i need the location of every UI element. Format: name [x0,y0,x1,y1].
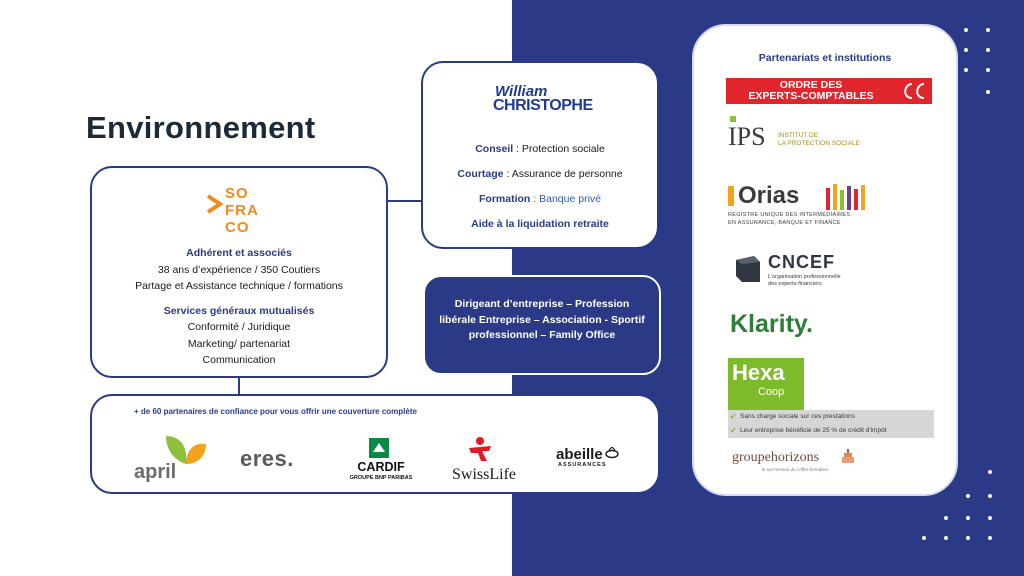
abeille-text: abeille [556,446,603,463]
orias-bars-icon [826,184,865,210]
ips-sub-2: LA PROTECTION SOCIALE [778,140,860,147]
wc-logo-line-2: CHRISTOPHE [493,97,593,114]
hexa-block: Hexa Coop [728,358,804,410]
abeille-logo: abeille ASSURANCES [556,446,626,476]
groupe-horizons-logo: groupehorizons le sur-mesure du coffre-f… [732,449,872,476]
wc-row-retraite: Aide à la liquidation retraite [471,218,609,230]
sofraco-logo-line-3: CO [225,219,250,236]
clients-card: Dirigeant d’entreprise – Profession libé… [423,275,661,375]
sofraco-section1-line2: Partage et Assistance technique / format… [135,280,343,292]
wc-row-label: Conseil [475,143,514,155]
partners-caption: + de 60 partenaires de confiance pour vo… [134,407,417,416]
sofraco-section2-line3: Communication [202,354,276,366]
cardif-text: CARDIF [357,460,405,474]
wc-row-label: Courtage [457,168,504,180]
william-christophe-logo: William CHRISTOPHE [493,83,593,117]
hexa-text: Hexa [732,360,785,385]
cncef-text: CNCEF [768,252,835,272]
cncef-cube-icon [736,256,760,282]
cake-icon [842,449,854,463]
orias-text: Orias [738,182,800,209]
eres-logo: eres. [240,446,294,471]
orias-sub-2: EN ASSURANCE, BANQUE ET FINANCE [728,220,841,226]
orias-logo: Orias REGISTRE UNIQUE DES INTERMÉDIAIRES… [728,182,888,234]
check-icon: ✔ [730,412,737,421]
abeille-subtext: ASSURANCES [558,462,607,468]
sofraco-section1-title: Adhérent et associés [186,247,292,259]
sofraco-logo: SO FRA CO [205,184,275,238]
william-christophe-card: William CHRISTOPHE Conseil : Protection … [421,61,659,249]
check-icon: ✔ [730,426,737,435]
wc-row-label: Formation [479,193,531,205]
hexa-coop-logo: Hexa Coop ✔ Sans charge sociale sur ces … [728,358,934,438]
oec-line-2: EXPERTS-COMPTABLES [748,90,874,102]
ips-dot-icon [730,116,736,122]
sofraco-logo-line-1: SO [225,185,249,202]
oec-line-1: ORDRE DES [779,79,843,91]
sofraco-section1-line1: 38 ans d’expérience / 350 Coutiers [157,264,321,276]
swisslife-logo: SwissLife [449,436,519,486]
cardif-mark-icon [369,438,389,458]
ips-logo: IPS INSTITUT DE LA PROTECTION SOCIALE [728,116,888,160]
ips-text: IPS [728,122,766,151]
sofraco-card: SO FRA CO Adhérent et associés 38 ans d’… [90,166,388,378]
hexa-line-2: ✔ Leur entreprise bénéficie de 25 % de c… [728,424,934,438]
orias-sub-1: REGISTRE UNIQUE DES INTERMÉDIAIRES [728,212,851,218]
april-leaf-icon [166,436,206,464]
ips-sub-1: INSTITUT DE [778,132,818,139]
klarity-logo: Klarity. [730,310,813,338]
partners-card: + de 60 partenaires de confiance pour vo… [90,394,660,494]
connector-sofraco-partners [238,377,240,395]
chevron-icon [206,194,223,214]
hexa-sub: Coop [758,386,785,398]
oec-mark-icon [904,83,925,99]
cncef-sub-2: des experts-financiers [768,281,822,287]
oec-logo: ORDRE DES EXPERTS-COMPTABLES [726,78,932,104]
sofraco-section2-title: Services généraux mutualisés [163,305,315,317]
swisslife-figure-icon [469,437,491,461]
cardif-subtext: GROUPE BNP PARIBAS [349,475,413,481]
sofraco-logo-line-2: FRA [225,202,259,219]
april-logo: april [134,434,206,486]
bee-icon [605,447,619,459]
groupe-horizons-sub: le sur-mesure du coffre-formation [762,467,829,472]
cardif-logo: CARDIF GROUPE BNP PARIBAS [342,438,420,486]
groupe-horizons-text: groupehorizons [732,450,820,465]
connector-sofraco-wc [386,200,423,202]
sofraco-section2-line2: Marketing/ partenariat [187,338,291,350]
cncef-sub-1: L'organisation professionnelle [768,274,841,280]
wc-row-conseil: Conseil : Protection sociale [475,143,605,155]
orias-bar-left-icon [728,186,734,206]
april-text: april [134,461,177,483]
institutions-card: Partenariats et institutions ORDRE DES E… [692,24,958,496]
cncef-logo: CNCEF L'organisation professionnelle des… [734,252,884,290]
page-title: Environnement [86,110,316,145]
wc-row-formation: Formation : Banque privé [479,193,601,205]
swisslife-text: SwissLife [452,466,516,483]
institutions-title: Partenariats et institutions [758,52,892,64]
hexa-line-1: ✔ Sans charge sociale sur ces prestation… [728,410,934,424]
sofraco-section2-line1: Conformité / Juridique [187,321,291,333]
wc-row-courtage: Courtage : Assurance de personne [457,168,623,180]
wc-logo-line-1: William [495,83,548,100]
connector-wc-clients [541,248,543,276]
